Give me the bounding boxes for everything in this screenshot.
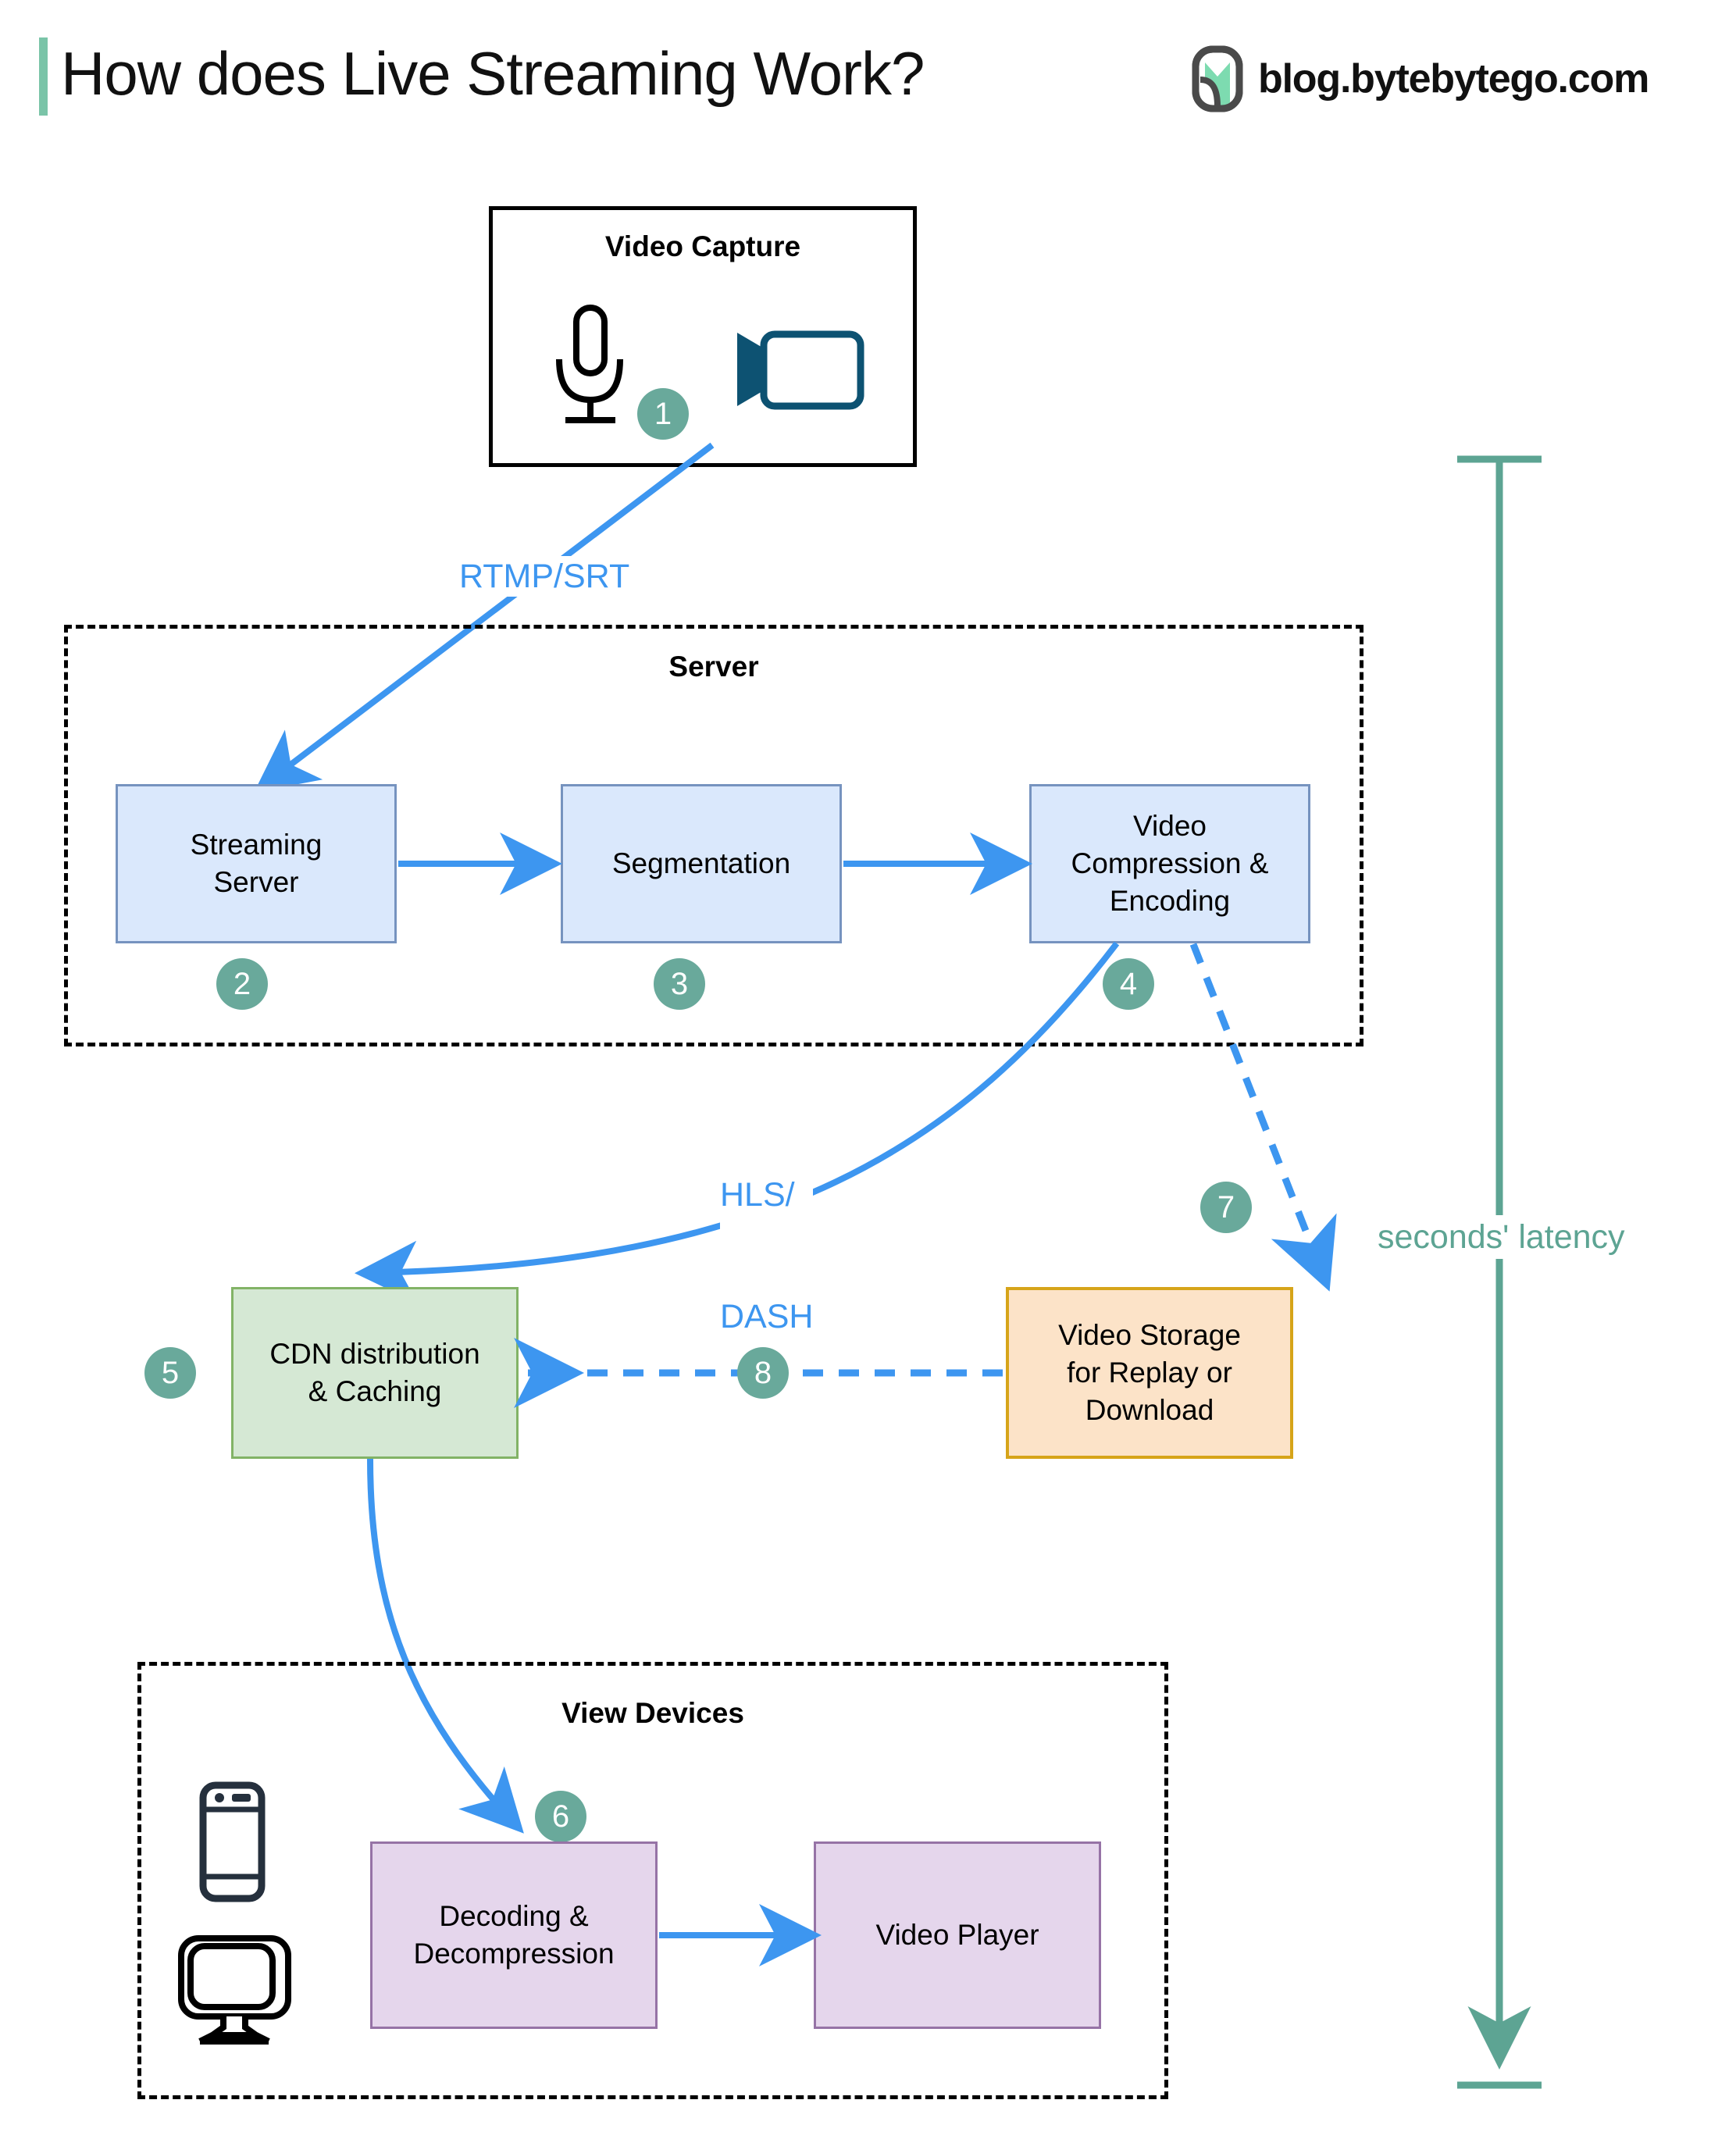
node-streaming-server[interactable]: Streaming Server (116, 784, 397, 943)
latency-label: seconds' latency (1371, 1215, 1631, 1259)
node-segmentation-label: Segmentation (611, 847, 791, 879)
node-decoding-label: Decoding & Decompression (413, 1900, 615, 1970)
edge-capture-to-streaming-server (254, 442, 715, 793)
badge-6-number: 6 (551, 1799, 570, 1834)
badge-3-number: 3 (670, 967, 689, 1001)
brand-logo: blog.bytebytego.com (1191, 45, 1706, 112)
group-video-capture: Video Capture (489, 206, 917, 467)
group-server: Server (64, 625, 1363, 1046)
group-view-devices: View Devices (137, 1662, 1168, 2099)
badge-8: 8 (737, 1347, 789, 1399)
node-decoding[interactable]: Decoding & Decompression (370, 1841, 658, 2029)
node-streaming-server-label: Streaming Server (190, 829, 323, 898)
edge-decoding-to-player (659, 1904, 822, 1966)
edge-streaming-to-segmentation (398, 832, 562, 895)
node-cdn-label: CDN distribution & Caching (269, 1338, 480, 1407)
node-video-compression[interactable]: Video Compression & Encoding (1029, 784, 1310, 943)
badge-5-number: 5 (161, 1356, 180, 1390)
edge-label-hls: HLS/ (720, 1176, 795, 1214)
node-video-player-label: Video Player (875, 1919, 1039, 1951)
node-video-storage-label: Video Storage for Replay or Download (1058, 1319, 1241, 1426)
badge-7: 7 (1200, 1182, 1252, 1233)
desktop-monitor-icon (178, 1935, 291, 2046)
edge-label-dash: DASH (720, 1298, 814, 1335)
group-view-devices-label: View Devices (561, 1697, 744, 1729)
badge-4: 4 (1103, 958, 1154, 1010)
edge-compression-to-storage (1189, 943, 1337, 1292)
page-title: How does Live Streaming Work? (61, 39, 925, 108)
badge-5: 5 (144, 1347, 196, 1399)
badge-1-number: 1 (654, 397, 672, 431)
group-server-label: Server (668, 651, 759, 683)
node-cdn[interactable]: CDN distribution & Caching (231, 1287, 519, 1459)
microphone-icon (539, 303, 640, 428)
badge-4-number: 4 (1119, 967, 1138, 1001)
video-camera-icon (726, 328, 867, 414)
badge-3: 3 (654, 958, 705, 1010)
node-video-player[interactable]: Video Player (814, 1841, 1101, 2029)
edge-segmentation-to-compression (843, 832, 1032, 895)
node-segmentation[interactable]: Segmentation (561, 784, 842, 943)
page-header: How does Live Streaming Work? blog.byteb… (0, 0, 1736, 148)
badge-1: 1 (637, 388, 689, 440)
badge-8-number: 8 (754, 1356, 772, 1390)
mobile-phone-icon (199, 1781, 266, 1902)
badge-6: 6 (535, 1791, 586, 1842)
edge-compression-to-cdn (355, 941, 1120, 1303)
node-video-storage[interactable]: Video Storage for Replay or Download (1006, 1287, 1293, 1459)
bytebytego-logo-icon (1191, 45, 1252, 112)
edge-label-rtmp-srt: RTMP/SRT (459, 556, 630, 597)
latency-bracket (1457, 455, 1542, 2089)
edge-storage-to-cdn (514, 1338, 1003, 1408)
group-video-capture-label: Video Capture (604, 230, 801, 262)
title-accent-bar (39, 37, 48, 116)
badge-2: 2 (216, 958, 268, 1010)
badge-7-number: 7 (1217, 1190, 1235, 1225)
edge-cdn-to-decoding (367, 1458, 524, 1834)
badge-2-number: 2 (233, 967, 251, 1001)
logo-text: blog.bytebytego.com (1258, 56, 1649, 102)
node-video-compression-label: Video Compression & Encoding (1071, 810, 1269, 917)
